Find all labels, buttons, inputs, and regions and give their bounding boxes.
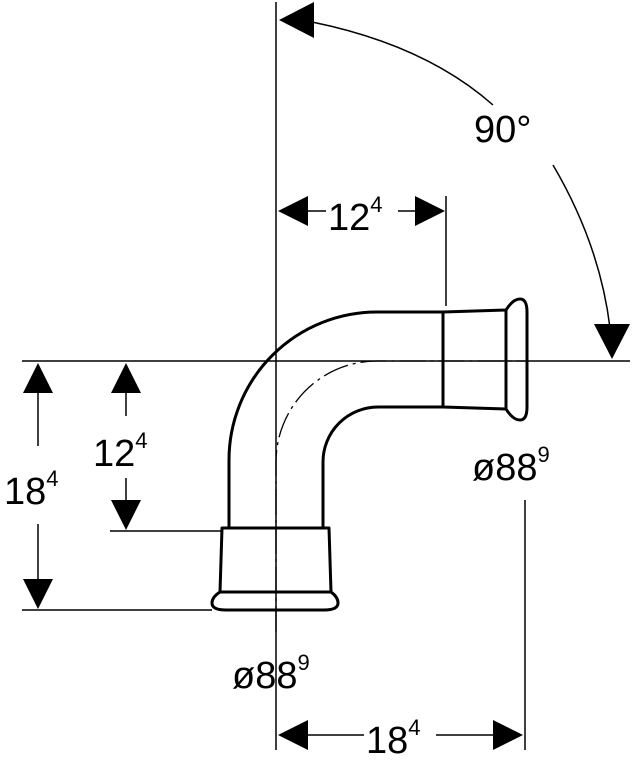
top-horizontal-sup: 4 — [370, 192, 382, 217]
reference-lines — [22, 2, 630, 750]
top-horizontal-main: 12 — [328, 197, 370, 239]
bottom-diameter-main: ø88 — [232, 655, 297, 697]
bottom-horizontal-sup: 4 — [408, 715, 420, 740]
top-horizontal-label: 124 — [328, 192, 383, 239]
bottom-socket — [210, 526, 340, 612]
outer-vertical-dimension — [23, 363, 53, 609]
bottom-diameter-label: ø889 — [232, 650, 310, 697]
elbow-centerline — [275, 360, 525, 632]
top-horizontal-dimension — [278, 196, 445, 226]
outer-vertical-sup: 4 — [46, 466, 58, 491]
angle-arrow-top — [279, 2, 314, 38]
inner-dim-arrow-bottom — [111, 500, 141, 530]
inner-vertical-dimension — [111, 363, 141, 530]
right-socket — [441, 297, 529, 422]
inner-vertical-main: 12 — [93, 433, 135, 475]
angle-label: 90° — [474, 109, 531, 151]
elbow-outer-wall — [227, 310, 445, 530]
bottom-horizontal-dimension — [278, 720, 523, 750]
inner-vertical-label: 124 — [93, 428, 148, 475]
top-dim-arrow-right — [415, 196, 445, 226]
inner-vertical-sup: 4 — [135, 428, 147, 453]
bottom-dim-arrow-left — [278, 720, 308, 750]
outer-dim-arrow-bottom — [23, 579, 53, 609]
bottom-diameter-sup: 9 — [297, 650, 309, 675]
outer-dim-arrow-top — [23, 363, 53, 393]
top-dim-arrow-left — [278, 196, 308, 226]
elbow-inner-wall — [321, 405, 445, 530]
angle-dimension — [279, 2, 630, 359]
angle-arc-upper — [311, 21, 494, 106]
angle-arrow-right — [594, 324, 630, 359]
bottom-dim-arrow-right — [493, 720, 523, 750]
outer-vertical-label: 184 — [4, 466, 59, 513]
bottom-horizontal-label: 184 — [366, 715, 421, 760]
inner-dim-arrow-top — [111, 363, 141, 393]
outer-vertical-main: 18 — [4, 471, 46, 513]
angle-arc-lower — [552, 164, 611, 329]
bottom-horizontal-main: 18 — [366, 720, 408, 760]
right-diameter-label: ø889 — [472, 442, 550, 489]
right-diameter-main: ø88 — [472, 447, 537, 489]
right-diameter-sup: 9 — [537, 442, 549, 467]
